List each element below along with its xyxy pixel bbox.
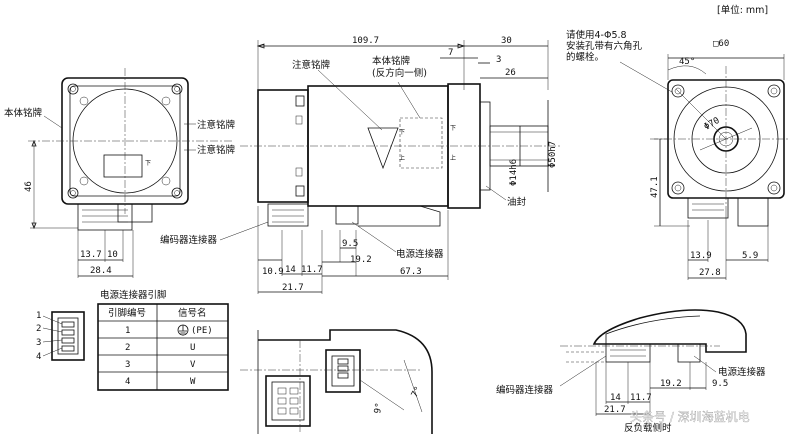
flange-note-1: 请使用4-Φ5.8 [566, 29, 627, 41]
side-dim-10-9: 10.9 [262, 267, 284, 277]
detail-power-connector [325, 349, 361, 393]
side-dim-9-5: 9.5 [342, 239, 358, 249]
flange-note-3: 的螺栓。 [566, 51, 604, 63]
side-dim-19-2: 19.2 [350, 255, 372, 265]
side-label-encoder-connector: 编码器连接器 [160, 234, 218, 246]
br-cable [566, 351, 606, 363]
flange-view: 请使用4-Φ5.8 安装孔带有六角孔 的螺栓。 □60 45° Φ70 [566, 29, 790, 280]
flange-dim-square: □60 [713, 39, 729, 49]
side-label-oil-seal: 油封 [507, 196, 527, 208]
side-dim-11-7: 11.7 [301, 265, 323, 275]
side-dim-overall: 109.7 [352, 36, 379, 46]
pin-callout-1: 1 [36, 311, 41, 321]
side-dim-14: 14 [285, 265, 296, 275]
front-corner-bolts [67, 83, 183, 199]
side-nameplate-box [399, 117, 443, 169]
side-cable [358, 205, 441, 227]
pin-table-row-4-pin: 4 [125, 377, 130, 387]
pin-connector-body [51, 311, 85, 361]
br-housing [592, 309, 747, 353]
side-mark-down-1: 下 [399, 129, 405, 136]
front-mark-down: 下 [145, 160, 151, 167]
detail-angle-7: 7° [410, 385, 424, 399]
front-dim-13-7: 13.7 [80, 250, 102, 260]
br-dim-21-7: 21.7 [604, 405, 626, 415]
unit-label: [单位: mm] [717, 4, 768, 16]
pin-table-caption: 电源连接器引脚 [100, 289, 167, 301]
side-dim-30: 30 [501, 36, 512, 46]
front-dim-height: 46 [24, 181, 34, 192]
side-mark-up-2: 上 [450, 154, 456, 162]
br-dim-14: 14 [610, 393, 621, 403]
pin-table-row-1-signal: (PE) [191, 326, 213, 336]
side-view: 109.7 30 7 3 26 下 上 下 上 注意铭牌 [160, 36, 560, 294]
pin-table-row-2-pin: 2 [125, 343, 130, 353]
side-dim-shaft-dia: Φ50h7 [548, 141, 558, 168]
br-label-encoder-connector: 编码器连接器 [496, 384, 554, 396]
pin-table-block: 电源连接器引脚 1 2 3 4 引脚编号 信号名 1 (PE) 2 U 3 [36, 289, 229, 391]
br-label-reverse-load: 反负载侧时 [624, 422, 672, 434]
side-dim-26: 26 [505, 68, 516, 78]
br-power-connector [677, 343, 701, 363]
front-label-caution-2: 注意铭牌 [197, 144, 236, 156]
front-label-body-nameplate: 本体铭牌 [4, 107, 43, 119]
side-label-opposite: (反方向一侧) [372, 67, 427, 79]
br-dim-11-7: 11.7 [630, 393, 652, 403]
br-encoder-connector [605, 343, 651, 363]
pin-table-row-2-signal: U [190, 343, 195, 353]
side-label-body-nameplate: 本体铭牌 [372, 55, 411, 67]
detail-angle-9: 9° [373, 402, 385, 414]
front-nameplate-box [103, 154, 143, 178]
pin-callout-3: 3 [36, 338, 41, 348]
flange-note-2: 安装孔带有六角孔 [566, 40, 643, 52]
bottom-right-view: 编码器连接器 电源连接器 14 11.7 21.7 19.2 9.5 反负载侧时 [496, 309, 766, 434]
br-dim-9-5: 9.5 [712, 379, 728, 389]
watermark: 头条号 / 深圳海蓝机电 [630, 409, 750, 424]
side-power-connector [335, 205, 359, 225]
pin-table-row-1-pin: 1 [125, 326, 130, 336]
detail-encoder-connector [265, 375, 311, 427]
flange-dim-5-9: 5.9 [742, 251, 758, 261]
pin-table-row-3-signal: V [190, 360, 196, 370]
flange-encoder-connector [687, 197, 729, 219]
side-caution-triangle [367, 127, 399, 170]
front-power-connector [117, 203, 153, 223]
br-label-power-connector: 电源连接器 [718, 366, 766, 378]
flange-dim-47-1: 47.1 [650, 176, 660, 198]
flange-mounting-holes [671, 84, 781, 195]
side-dim-67-3: 67.3 [400, 267, 422, 277]
side-mark-down-2: 下 [450, 125, 456, 132]
front-dim-10: 10 [107, 250, 118, 260]
flange-dim-13-9: 13.9 [690, 251, 712, 261]
pin-table-row-4-signal: W [190, 377, 196, 387]
br-dim-19-2: 19.2 [660, 379, 682, 389]
side-dim-7: 7 [448, 48, 453, 58]
pin-callout-2: 2 [36, 324, 41, 334]
front-encoder-connector [77, 203, 133, 231]
side-encoder-connector [267, 203, 309, 227]
flange-dim-angle: 45° [679, 57, 695, 67]
pin-connector-pins [61, 321, 75, 352]
side-label-power-connector: 电源连接器 [396, 248, 444, 260]
pin-table-header-pin: 引脚编号 [108, 307, 146, 319]
side-label-caution: 注意铭牌 [292, 59, 331, 71]
pin-callout-4: 4 [36, 352, 41, 362]
pin-table-row-3-pin: 3 [125, 360, 130, 370]
side-rear-bolts [295, 95, 305, 197]
pin-table-header-signal: 信号名 [178, 307, 207, 319]
front-view: 下 本体铭牌 注意铭牌 注意铭牌 46 13.7 10 28.4 [4, 68, 236, 278]
side-dim-3: 3 [496, 55, 501, 65]
side-dim-21-7: 21.7 [282, 283, 304, 293]
side-dim-flange-dia: Φ14h6 [509, 159, 519, 186]
front-label-caution-1: 注意铭牌 [197, 119, 236, 131]
flange-power-connector [737, 197, 769, 227]
pin-table [97, 303, 229, 391]
side-mark-up-1: 上 [399, 154, 405, 162]
flange-dim-27-8: 27.8 [699, 268, 721, 278]
front-dim-28-4: 28.4 [90, 266, 112, 276]
bottom-detail-view: 9° 7° [240, 329, 433, 434]
